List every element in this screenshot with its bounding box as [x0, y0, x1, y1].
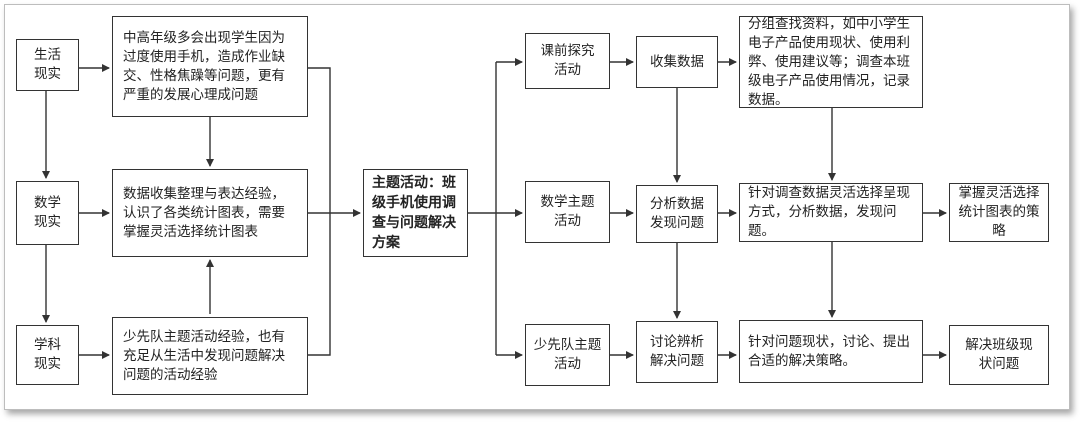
- node-analyze-data-label: 分析数据发现问题: [649, 196, 704, 231]
- node-analyze-detail-label: 针对调查数据灵活选择呈现方式，分析数据，发现问题。: [748, 185, 910, 239]
- node-life-label: 生活现实: [34, 47, 61, 82]
- node-discuss-detail: 针对问题现状，讨论、提出合适的解决策略。: [739, 320, 923, 383]
- node-discuss-solve: 讨论辨析解决问题: [636, 321, 718, 383]
- node-pre-activity-label: 课前探究活动: [540, 43, 595, 78]
- node-discuss-detail-label: 针对问题现状，讨论、提出合适的解决策略。: [748, 333, 910, 369]
- node-subject-reality: 学科现实: [16, 325, 79, 385]
- node-strategy-result: 掌握灵活选择统计图表的策略: [949, 183, 1049, 242]
- node-analyze-data: 分析数据发现问题: [636, 185, 718, 243]
- node-data-experience: 数据收集整理与表达经验，认识了各类统计图表，需要掌握灵活选择统计图表: [112, 169, 308, 257]
- node-pioneer-experience: 少先队主题活动经验，也有充足从生活中发现问题解决问题的活动经验: [112, 317, 308, 395]
- node-pioneer-activity-label: 少先队主题活动: [533, 337, 602, 372]
- node-analyze-detail: 针对调查数据灵活选择呈现方式，分析数据，发现问题。: [739, 183, 923, 242]
- node-center-theme-label: 主题活动：班级手机使用调查与问题解决方案: [372, 175, 456, 251]
- node-pre-activity: 课前探究活动: [525, 33, 610, 89]
- node-data-experience-label: 数据收集整理与表达经验，认识了各类统计图表，需要掌握灵活选择统计图表: [123, 185, 285, 240]
- node-phone-problem-label: 中高年级多会出现学生因为过度使用手机，造成作业缺交、性格焦躁等问题，更有严重的发…: [123, 29, 285, 103]
- node-solve-result: 解决班级现状问题: [949, 325, 1049, 385]
- node-life-reality: 生活现实: [16, 39, 79, 91]
- node-solve-result-label: 解决班级现状问题: [965, 337, 1033, 372]
- node-phone-problem: 中高年级多会出现学生因为过度使用手机，造成作业缺交、性格焦躁等问题，更有严重的发…: [112, 16, 308, 117]
- node-strategy-result-label: 掌握灵活选择统计图表的策略: [958, 185, 1040, 239]
- node-collect-data-label: 收集数据: [650, 53, 704, 70]
- node-collect-detail: 分组查找资料，如中小学生电子产品使用现状、使用利弊、使用建议等；调查本班级电子产…: [739, 16, 923, 108]
- node-math-activity-label: 数学主题活动: [540, 194, 595, 229]
- node-math-reality: 数学现实: [16, 181, 79, 245]
- node-math-activity: 数学主题活动: [525, 181, 610, 243]
- node-collect-detail-label: 分组查找资料，如中小学生电子产品使用现状、使用利弊、使用建议等；调查本班级电子产…: [748, 15, 910, 108]
- node-discuss-solve-label: 讨论辨析解决问题: [649, 334, 704, 369]
- node-pioneer-experience-label: 少先队主题活动经验，也有充足从生活中发现问题解决问题的活动经验: [123, 328, 285, 383]
- node-subject-label: 学科现实: [34, 337, 61, 372]
- node-center-theme: 主题活动：班级手机使用调查与问题解决方案: [363, 169, 468, 257]
- node-pioneer-activity: 少先队主题活动: [525, 324, 610, 386]
- node-collect-data: 收集数据: [636, 36, 718, 88]
- node-math-label: 数学现实: [34, 195, 61, 230]
